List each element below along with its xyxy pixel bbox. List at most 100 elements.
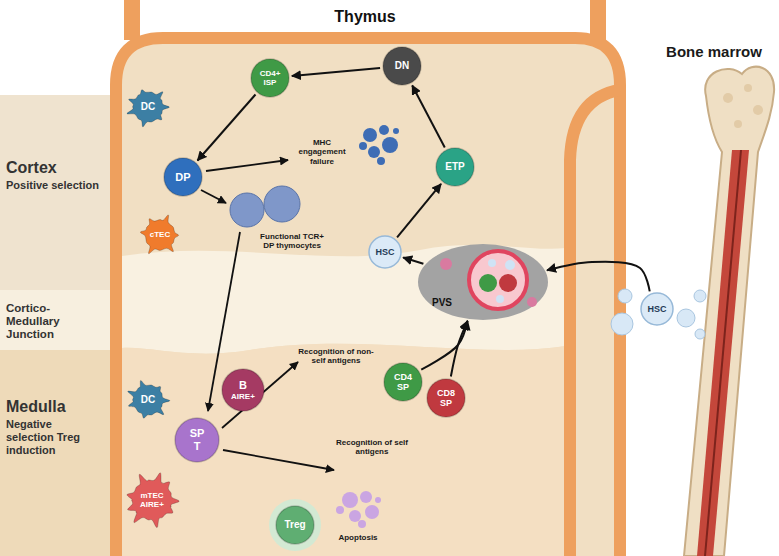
cell-label: ETP	[445, 161, 464, 173]
cell-label: AIRE+	[231, 392, 255, 401]
cell-body	[383, 47, 421, 85]
fragment	[365, 505, 379, 519]
stem-cell-bubble	[694, 290, 706, 302]
cell-label: B	[239, 379, 247, 392]
cell-circle: Treg	[275, 505, 315, 545]
flow-arrow	[397, 184, 441, 237]
thymocyte	[264, 186, 300, 222]
fragment	[336, 506, 344, 514]
vessel-cell	[499, 274, 517, 292]
cell-body	[175, 418, 219, 462]
pathway-arrow	[206, 160, 288, 171]
annotation: Recognition of non-self antigens	[297, 347, 375, 365]
dendritic-cell: DC	[126, 378, 170, 422]
fragment	[375, 497, 381, 503]
cell-label: cTEC	[150, 230, 170, 239]
flow-arrow	[403, 258, 423, 264]
cell-circle: CD8 SP	[426, 378, 466, 418]
spongy-bone	[753, 105, 763, 115]
marrow-cavity	[697, 150, 749, 556]
fragment	[379, 125, 389, 135]
cortex-region	[116, 38, 620, 556]
pathway-arrow	[223, 450, 334, 470]
perivascular-space: PVS	[418, 244, 548, 320]
stem-cell-bubble	[695, 329, 705, 339]
flow-arrow	[198, 95, 256, 161]
cell-circle: CD4+ ISP	[250, 58, 290, 98]
dendritic-cell: cTEC	[138, 213, 182, 257]
fragment	[360, 491, 372, 503]
bone	[684, 67, 774, 556]
capsule	[116, 38, 620, 556]
fragment	[377, 157, 385, 165]
thymocyte	[230, 193, 264, 227]
cell-body	[427, 379, 465, 417]
cell-circle: BAIRE+	[221, 368, 265, 412]
region-label: Negative selection Treg induction	[6, 418, 102, 456]
cell-outline	[418, 244, 548, 320]
label-box: Functional TCR+ DP thymocytes	[254, 232, 330, 250]
cell-label: SP T	[187, 427, 207, 452]
stem-cell-bubble	[618, 289, 632, 303]
fragment	[393, 128, 399, 134]
cell-circle: HSC	[640, 292, 674, 326]
label-box: Recognition of self antigens	[335, 438, 409, 456]
pathway-arrows	[201, 160, 334, 470]
cell-body	[276, 506, 314, 544]
label-box: Bone marrow	[666, 43, 762, 60]
flow-arrow	[292, 68, 380, 76]
cell-label: CD4 SP	[390, 372, 416, 393]
cell-body	[222, 369, 264, 411]
annotation: Apoptosis	[338, 533, 377, 542]
flow-arrow	[547, 262, 650, 292]
cell-label: CD8 SP	[433, 388, 459, 409]
cell-label: DC	[141, 394, 155, 406]
vessel-cell	[479, 274, 497, 292]
fragment	[349, 510, 361, 522]
perivascular-space-shape	[418, 244, 548, 320]
title: Thymus	[334, 8, 395, 26]
cell-circle: SP T	[174, 417, 220, 463]
fragment	[342, 492, 358, 508]
cell-label: DP	[175, 171, 190, 184]
region-label: Cortex	[6, 159, 57, 177]
region-band: Cortico-Medullary Junction	[0, 290, 110, 352]
cell-circle: CD4 SP	[383, 362, 423, 402]
cell-label: CD4+ ISP	[256, 69, 284, 87]
stem-cell-bubble	[611, 313, 633, 335]
fragment	[359, 142, 367, 150]
blood-vessel	[469, 251, 527, 309]
medulla-region	[122, 344, 566, 556]
annotation: Functional TCR+ DP thymocytes	[254, 232, 330, 250]
cell-label: DN	[395, 60, 409, 72]
cell-circle: DN	[382, 46, 422, 86]
region-band: MedullaNegative selection Treg induction	[0, 350, 110, 556]
fragment	[368, 146, 380, 158]
cell-circle: DP	[163, 157, 203, 197]
spongy-bone	[734, 120, 742, 128]
cell-body	[251, 59, 289, 97]
thymus-lobe	[116, 0, 620, 556]
small-cell	[440, 258, 452, 270]
region-label: Positive selection	[6, 179, 99, 192]
cell-body	[369, 236, 401, 268]
blood-vessel	[705, 150, 741, 556]
stem-cell-bubble	[677, 309, 695, 327]
annotation: Bone marrow	[666, 43, 762, 60]
label-box: MHC engagement failure	[294, 138, 350, 166]
fragment	[363, 128, 377, 142]
capsule-post	[590, 0, 606, 40]
cell-body	[164, 158, 202, 196]
annotation: Recognition of self antigens	[335, 438, 409, 456]
fragment	[382, 137, 398, 153]
pathway-arrow	[222, 362, 298, 428]
cell-label: HSC	[647, 304, 666, 314]
flow-arrow	[421, 321, 467, 370]
label-box: Recognition of non-self antigens	[297, 347, 375, 365]
vessel-cell	[488, 259, 496, 267]
apoptotic-fragments	[336, 491, 381, 528]
cell-label: Treg	[284, 519, 305, 531]
